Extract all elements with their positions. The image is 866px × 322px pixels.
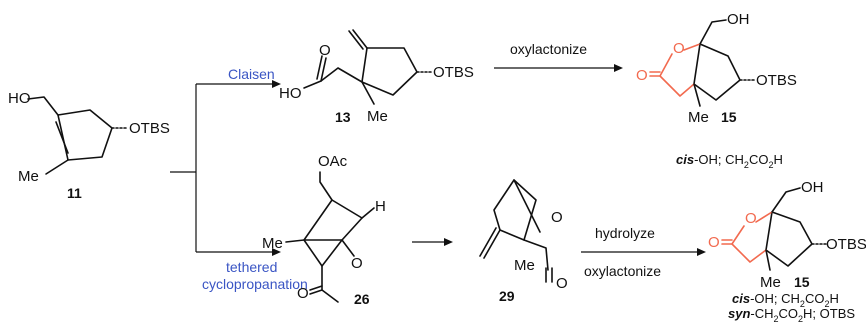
acid-hydroxyl: HO (279, 85, 302, 102)
hydroxyl-label: OH (801, 179, 824, 196)
reagent-oxylactonize-top: oxylactonize (510, 41, 587, 57)
compound-number: 15 (794, 274, 810, 290)
compound-29: O O Me 29 (479, 179, 568, 304)
methyl-label: Me (514, 257, 535, 274)
branch-arrows (170, 80, 281, 256)
compound-number: 15 (721, 109, 737, 125)
otbs-label: OTBS (433, 64, 474, 81)
reagent-oxylactonize-bottom: oxylactonize (584, 263, 661, 279)
reagent-hydrolyze: hydrolyze (595, 225, 655, 241)
stereo-note-bottom-2: syn-CH2CO2H; OTBS (728, 306, 855, 322)
compound-number: 29 (499, 288, 515, 304)
ring-oxygen: O (351, 255, 363, 272)
hydroxyl-label: OH (727, 11, 750, 28)
compound-15-bottom: O O OH OTBS Me 15 (708, 179, 866, 291)
route-label-cyclopropanation: cyclopropanation (202, 276, 308, 292)
otbs-label: OTBS (129, 120, 170, 137)
methyl-label: Me (367, 108, 388, 125)
compound-number: 13 (335, 109, 351, 125)
compound-number: 26 (354, 291, 370, 307)
hydroxyl-label: HO (8, 90, 31, 107)
otbs-label: OTBS (826, 236, 866, 253)
carbonyl-oxygen: O (297, 285, 309, 302)
compound-15-top: O O OH OTBS Me 15 (636, 11, 797, 126)
compound-11: HO OTBS Me 11 (8, 90, 170, 201)
compound-number: 11 (67, 185, 82, 201)
compound-26: OAc H Me O O 26 (262, 153, 386, 307)
hydrogen-label: H (375, 198, 386, 215)
otbs-label: OTBS (756, 72, 797, 89)
methyl-label: Me (760, 274, 781, 291)
route-label-claisen: Claisen (228, 66, 275, 82)
carbonyl-oxygen: O (708, 234, 720, 251)
carbonyl-oxygen: O (556, 275, 568, 292)
ring-oxygen: O (551, 209, 563, 226)
ring-oxygen: O (673, 40, 685, 57)
stereo-note-bottom-1: cis-OH; CH2CO2H (732, 291, 839, 309)
methyl-label: Me (18, 168, 39, 185)
carbonyl-oxygen: O (636, 67, 648, 84)
carbonyl-oxygen: O (319, 42, 331, 59)
route-label-tethered: tethered (226, 259, 277, 275)
ring-oxygen: O (745, 210, 757, 227)
oac-label: OAc (318, 153, 348, 170)
compound-13: O HO OTBS Me 13 (279, 29, 474, 125)
stereo-note-top: cis-OH; CH2CO2H (676, 152, 783, 170)
methyl-label: Me (688, 109, 709, 126)
methyl-label: Me (262, 235, 283, 252)
